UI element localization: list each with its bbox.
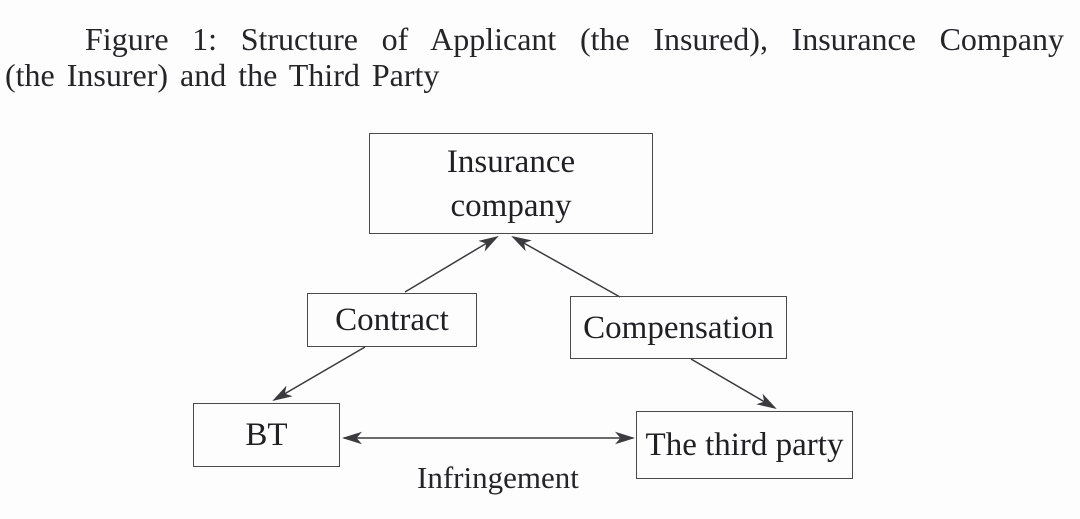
arrow-compensation-to-third-party <box>690 358 777 410</box>
node-insurance-company: Insurance company <box>369 133 653 234</box>
caption-line-2: (the Insurer) and the Third Party <box>5 57 440 93</box>
infringement-label: Infringement <box>417 460 579 495</box>
node-bt: BT <box>193 403 340 467</box>
figure-caption: Figure 1: Structure of Applicant (the In… <box>5 21 1064 93</box>
node-insurance-company-label: Insurance company <box>446 143 576 224</box>
node-bt-label: BT <box>245 417 288 453</box>
node-compensation: Compensation <box>570 296 787 359</box>
arrow-contract-to-insurance <box>404 235 499 293</box>
caption-line-1: Figure 1: Structure of Applicant (the In… <box>85 21 1064 57</box>
arrow-contract-to-bt <box>272 346 366 402</box>
node-contract: Contract <box>307 293 477 347</box>
node-contract-label: Contract <box>335 302 449 338</box>
node-compensation-label: Compensation <box>583 309 774 346</box>
node-third-party: The third party <box>636 411 853 479</box>
arrow-compensation-to-insurance <box>511 236 621 298</box>
node-third-party-label: The third party <box>645 427 844 463</box>
